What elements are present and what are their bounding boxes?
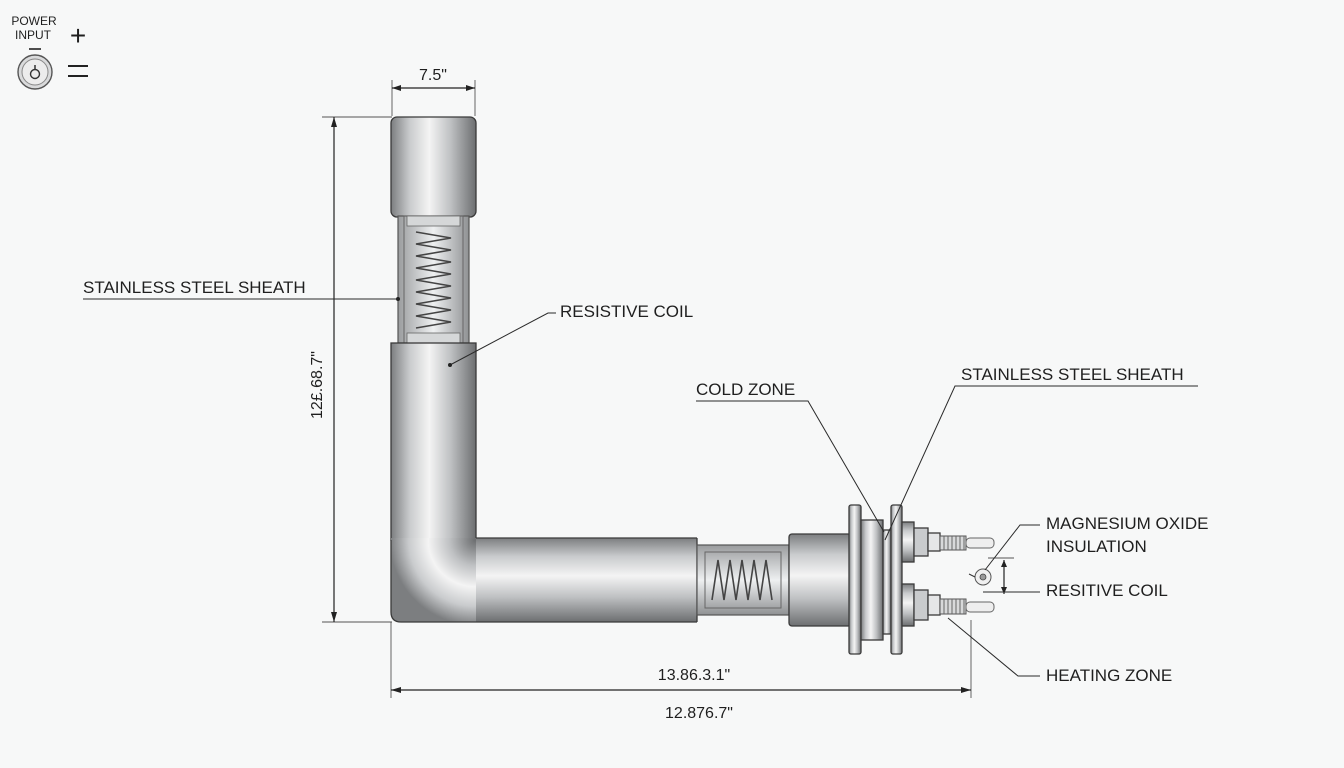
label-stainless-sheath-left: STAINLESS STEEL SHEATH [83, 278, 306, 297]
callout-mgo-insulation: MAGNESIUM OXIDE INSULATION [984, 514, 1208, 571]
label-resitive-coil: RESITIVE COIL [1046, 581, 1168, 600]
equals-icon [68, 65, 88, 77]
upper-resistive-coil [415, 231, 452, 329]
top-end-cap [390, 116, 477, 218]
plus-icon: + [70, 20, 86, 51]
cold-zone-body [788, 533, 852, 627]
lower-resistive-coil [711, 559, 773, 601]
label-mgo-line1: MAGNESIUM OXIDE [1046, 514, 1208, 533]
callout-heating-zone: HEATING ZONE [947, 617, 1172, 685]
overall-length-value: 12.876.7" [665, 705, 733, 722]
callout-sheath-left: STAINLESS STEEL SHEATH [83, 278, 400, 301]
top-width-value: 7.5" [419, 67, 447, 84]
label-heating-zone: HEATING ZONE [1046, 666, 1172, 685]
label-cold-zone: COLD ZONE [696, 380, 795, 399]
label-mgo-line2: INSULATION [1046, 537, 1147, 556]
vertical-height-value: 12£.68.7" [309, 351, 326, 419]
callout-resistive-coil: RESISTIVE COIL [448, 302, 693, 367]
label-stainless-sheath-right: STAINLESS STEEL SHEATH [961, 365, 1184, 384]
heater-tube [390, 116, 1014, 655]
horizontal-length-dimension: 13.86.3.1" 12.876.7" [390, 620, 972, 722]
power-input-group: POWER INPUT + [11, 14, 88, 90]
upper-terminal [901, 521, 995, 563]
horizontal-sheath [476, 538, 697, 622]
lower-terminal [901, 583, 995, 627]
callout-cold-zone: COLD ZONE [696, 380, 885, 533]
mounting-flange-1 [848, 504, 862, 655]
horizontal-length-value: 13.86.3.1" [658, 667, 730, 684]
power-knob-icon [17, 54, 53, 90]
vertical-sheath [390, 342, 477, 541]
power-input-label-1: POWER [11, 14, 57, 28]
insulation-detail-icon [968, 568, 992, 586]
top-width-dimension: 7.5" [391, 67, 476, 116]
callout-sheath-right: STAINLESS STEEL SHEATH [884, 365, 1198, 541]
label-resistive-coil: RESISTIVE COIL [560, 302, 693, 321]
vertical-height-dimension: 12£.68.7" [309, 116, 392, 623]
power-input-label-2: INPUT [15, 28, 52, 42]
callout-resitive-coil: RESITIVE COIL [983, 581, 1168, 600]
mounting-flange-2 [882, 529, 892, 635]
lower-coil-window [696, 544, 790, 616]
